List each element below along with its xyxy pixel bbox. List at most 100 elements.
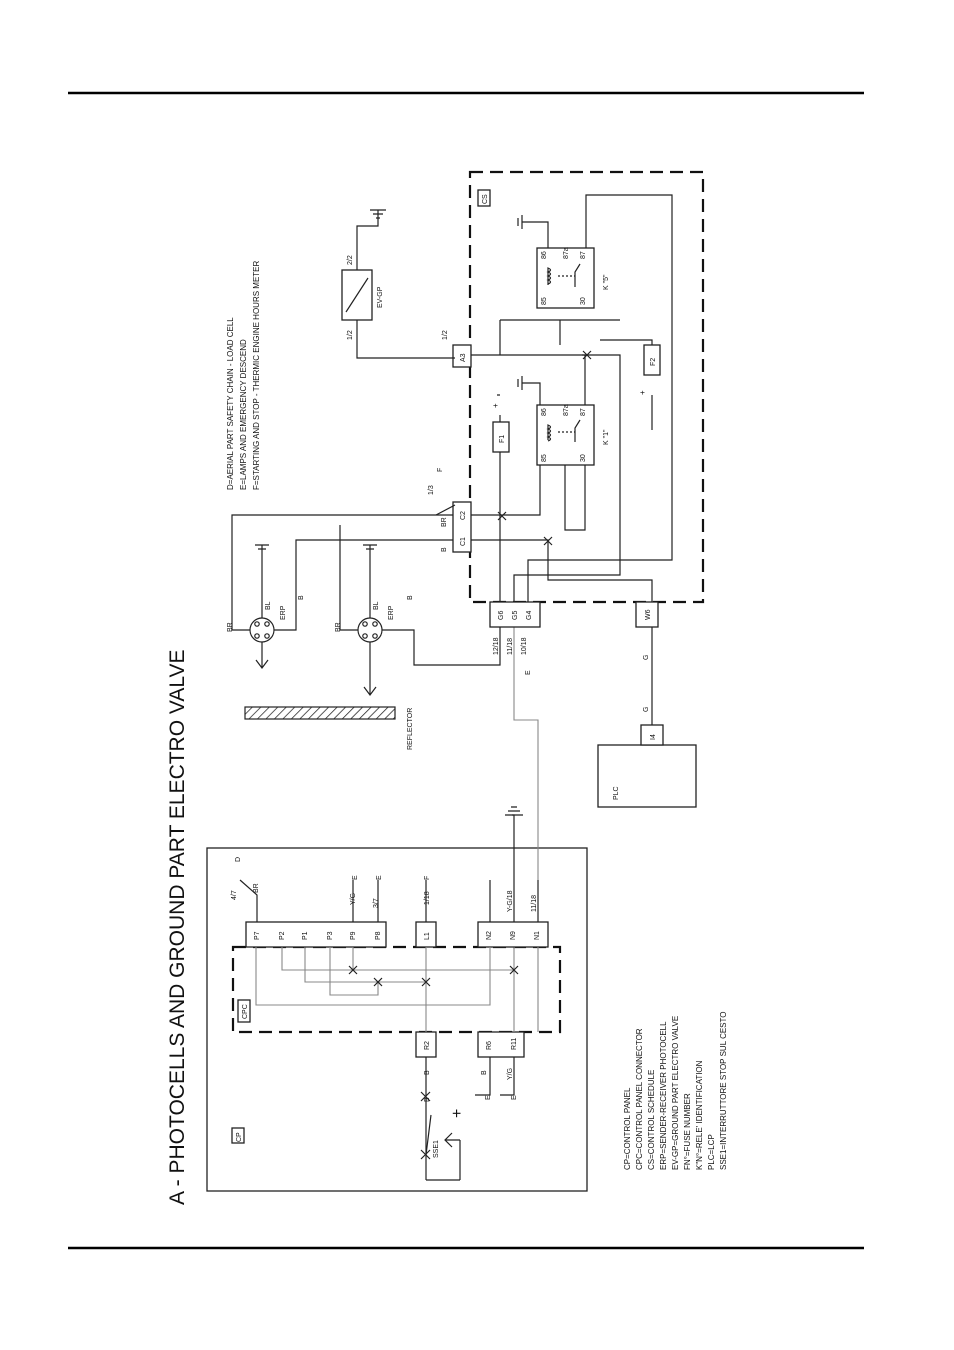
wire-label-10-18: 10/18: [521, 637, 528, 655]
wire-label-b-c1: B: [441, 547, 448, 552]
wire-label-b: B: [424, 1097, 431, 1102]
ev-gp-valve: [341, 209, 455, 359]
cs-tag: [477, 189, 491, 207]
photocell-lower: [339, 525, 501, 696]
pin-w6: W6: [645, 609, 652, 620]
relay-k1-label: K "1": [603, 429, 610, 445]
wire-label-11-18: 11/18: [531, 895, 538, 912]
relay-k5-pin87: 87: [580, 251, 587, 259]
pin-n2: N2: [486, 931, 493, 940]
legend-top: D=AERIAL PART SAFETY CHAIN - LOAD CELL E…: [226, 260, 261, 490]
fuse-f2-plus: +: [638, 390, 647, 395]
pin-n9: N9: [510, 931, 517, 940]
wire-label-br-c2: BR: [441, 517, 448, 527]
pin-a3: A3: [460, 353, 467, 362]
legend-bottom-line: K"N°=RELE' IDENTIFICATION: [695, 1060, 704, 1170]
legend-bottom-line: FN°=FUSE NUMBER: [683, 1093, 692, 1170]
legend-bottom-line: ERP=SENDER-RECEIVER PHOTOCELL: [659, 1021, 668, 1170]
wire-label-12-18: 12/18: [493, 637, 500, 655]
wire-label-f-cs: F: [437, 468, 444, 472]
page-title: A - PHOTOCELLS AND GROUND PART ELECTRO V…: [166, 650, 189, 1206]
connector-w6: [635, 601, 659, 628]
legend-bottom-line: CP=CONTROL PANEL: [623, 1087, 632, 1170]
relay-k1-pin85: 85: [541, 454, 548, 462]
pin-p1: P1: [302, 931, 309, 940]
pin-p7: P7: [254, 931, 261, 940]
ev-gp-2-2: 2/2: [347, 255, 354, 265]
photocell-lower-b: B: [407, 595, 414, 600]
pin-c1: C1: [460, 537, 467, 546]
wire-label-e-g4: E: [525, 670, 532, 675]
relay-k1-pin87a: 87a: [563, 404, 570, 416]
cp-external-wiring: [239, 806, 539, 1181]
photocell-upper-b: B: [298, 595, 305, 600]
pin-p3: P3: [327, 931, 334, 940]
wire-label-4-7: 4/7: [231, 890, 238, 900]
rotated-schematic: A - PHOTOCELLS AND GROUND PART ELECTRO V…: [166, 170, 728, 1206]
wire-label-e: E: [511, 1095, 518, 1100]
photocell-lower-erp: ERP: [388, 605, 395, 620]
relay-k1: [536, 404, 595, 466]
fuse-f1: [492, 421, 510, 453]
legend-bottom-line: EV-GP=GROUND PART ELECTRO VALVE: [671, 1016, 680, 1170]
legend-top-line: D=AERIAL PART SAFETY CHAIN - LOAD CELL: [226, 317, 235, 490]
relay-k5-pin87a: 87a: [563, 247, 570, 259]
cpc-dashed-box: [231, 945, 562, 1034]
connector-r6-r11: [477, 1031, 525, 1058]
legend-bottom-line: CS=CONTROL SCHEDULE: [647, 1070, 656, 1170]
cpc-tag-label: CPC: [242, 1004, 249, 1019]
wire-label-3-7: 3/7: [373, 898, 380, 908]
fuse-f2: [643, 344, 661, 376]
plus-sign: +: [449, 1109, 466, 1118]
relay-k5: [536, 247, 595, 309]
wire-label-yg-p9: Y/G: [350, 893, 357, 905]
ev-gp-label: EV-GP: [377, 286, 384, 308]
connector-a3: [452, 344, 472, 368]
photocell-upper-bl: BL: [265, 601, 272, 610]
wire-label-f: F: [424, 876, 431, 880]
legend-bottom-line: SSE1=INTERRUTTORE STOP SUL CESTO: [719, 1012, 728, 1171]
wire-label-g-i4: G: [643, 707, 650, 712]
relay-k5-label: K "5": [603, 274, 610, 290]
fuse-f1-label: F1: [499, 435, 506, 443]
sse1-label: SSE1: [433, 1140, 440, 1158]
relay-k1-pin86: 86: [541, 408, 548, 416]
photocell-upper: [231, 514, 455, 669]
relay-k5-pin30: 30: [580, 297, 587, 305]
connector-g-block: [489, 601, 541, 628]
control-panel-box: [206, 847, 588, 1192]
pin-g6: G6: [498, 611, 505, 620]
pin-n1: N1: [534, 931, 541, 940]
cp-tag-label: CP: [236, 1132, 243, 1142]
wire-label-b: B: [481, 1070, 488, 1075]
wire-label-yg: Y/G: [507, 1068, 514, 1080]
wire-label-d: D: [235, 857, 242, 862]
wire-label-br: BR: [253, 883, 260, 893]
legend-bottom-line: PLC=LCP: [707, 1134, 716, 1170]
wire-label-g-w6: G: [643, 655, 650, 660]
wire-label-1-18: 1/18: [424, 891, 431, 905]
pin-i4: I4: [650, 734, 657, 740]
wire-label-y-g-18: Y-G/18: [507, 890, 514, 912]
cs-dashed-box: [468, 170, 705, 604]
relay-k5-pin86: 86: [541, 251, 548, 259]
cp-tag: [231, 1127, 245, 1144]
legend-top-line: F=STARTING AND STOP - THERMIC ENGINE HOU…: [252, 260, 261, 490]
photocell-lower-bl: BL: [373, 601, 380, 610]
photocell-upper-br: BR: [227, 622, 234, 632]
reflector-label: REFLECTOR: [407, 708, 414, 750]
wire-label-e: E: [485, 1095, 492, 1100]
wire-label-e-p8: E: [376, 875, 383, 880]
fuse-f1-plus: +: [491, 403, 500, 408]
pin-c2: C2: [460, 511, 467, 520]
fuse-f2-label: F2: [650, 358, 657, 366]
plc-box: [597, 744, 697, 808]
cpc-tag: [237, 999, 251, 1023]
relay-k1-pin87: 87: [580, 408, 587, 416]
connector-c1-c2: [452, 501, 472, 553]
cs-tag-label: CS: [482, 194, 489, 204]
photocell-lower-br: BR: [335, 622, 342, 632]
reflector-bar: [244, 706, 396, 720]
wire-label-1-3: 1/3: [428, 485, 435, 495]
